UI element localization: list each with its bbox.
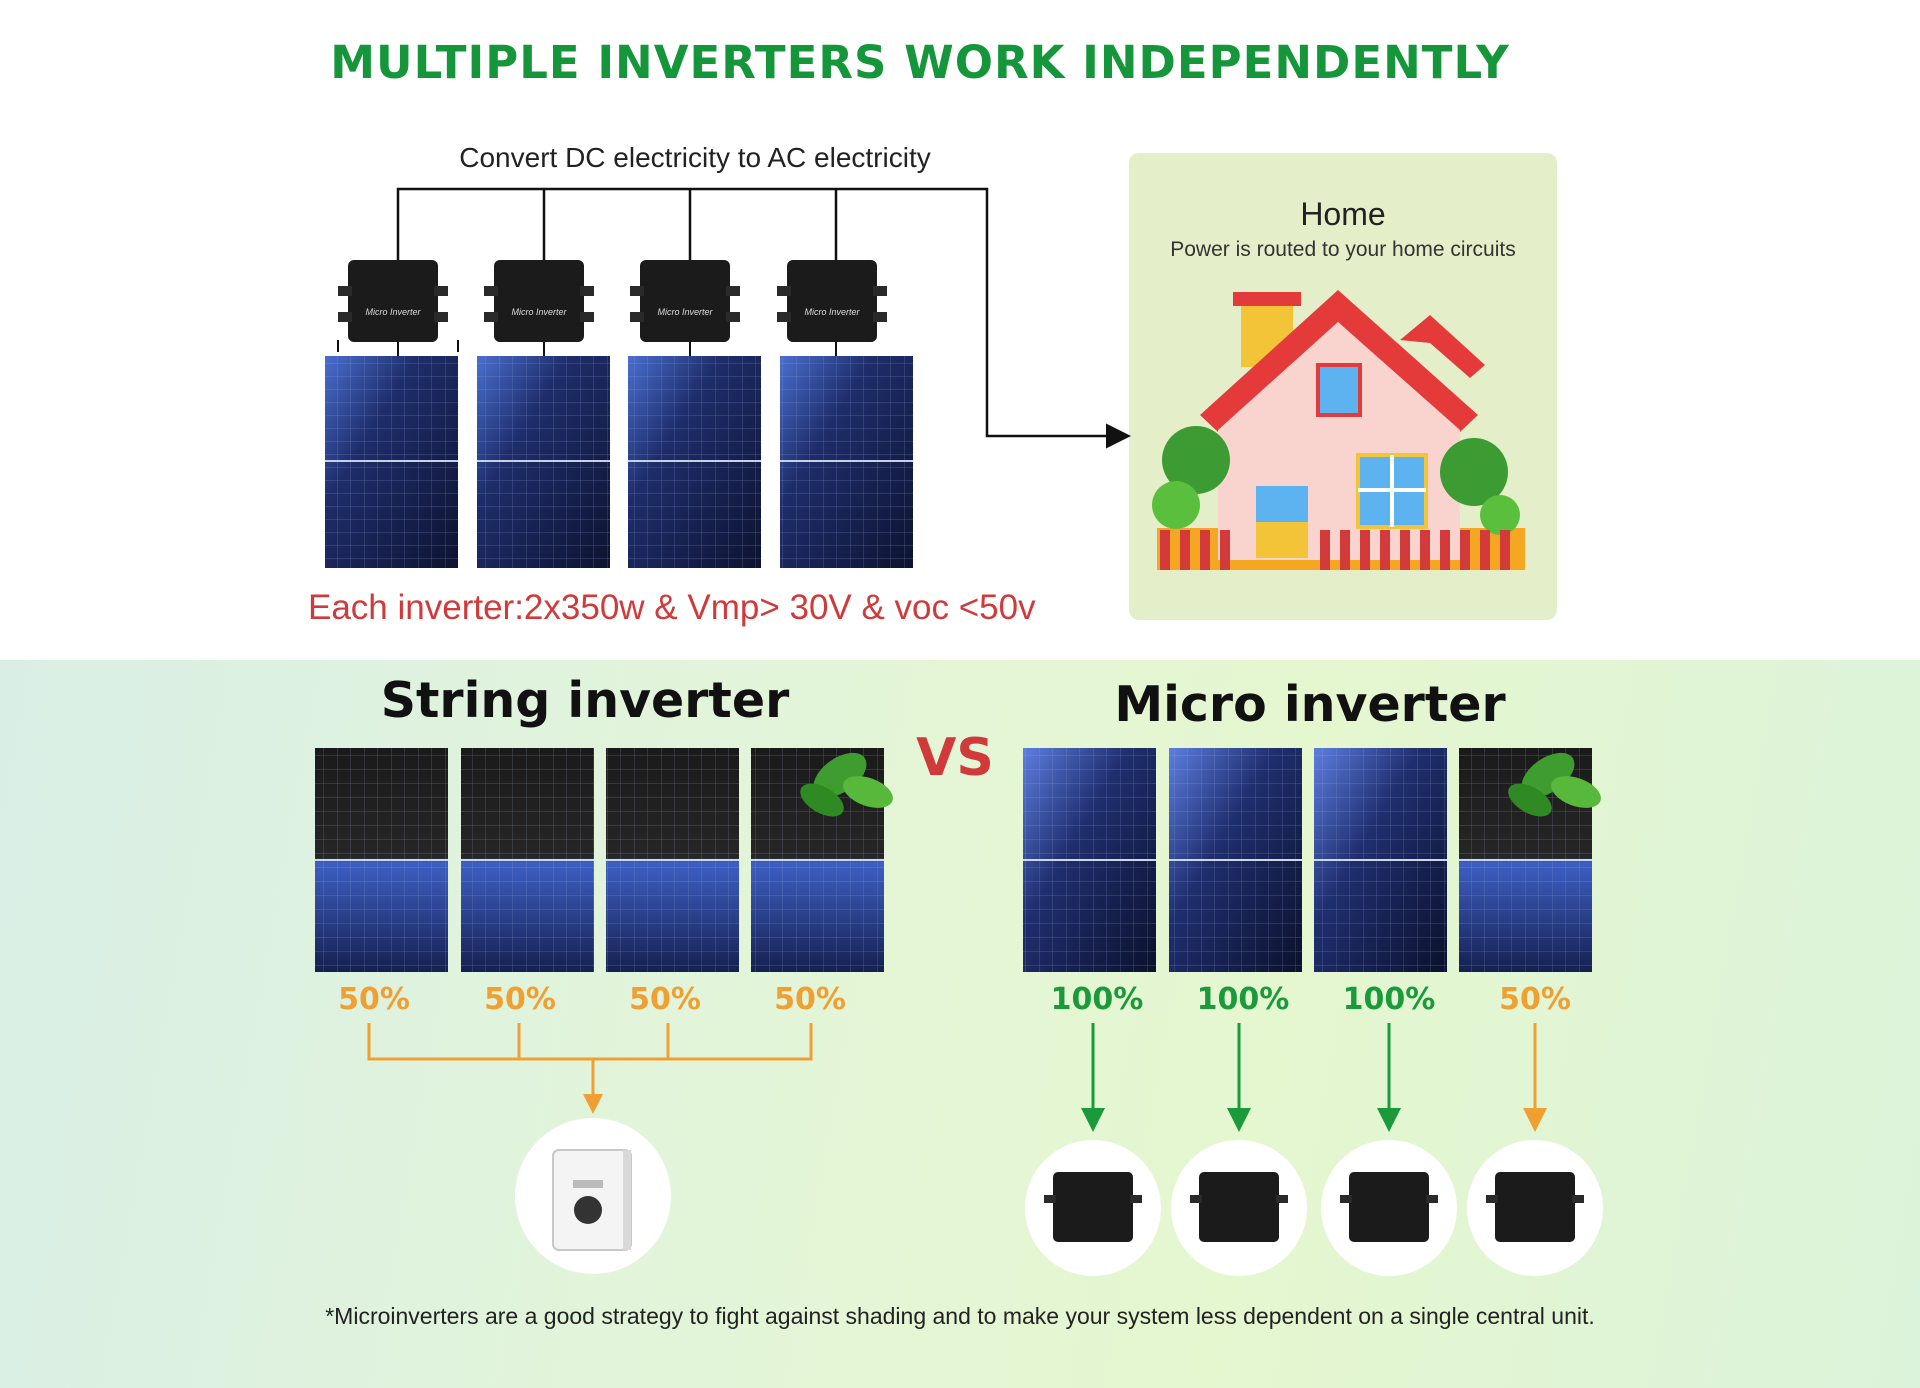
micro-panel-2 [1169, 748, 1302, 972]
string-output-3: 50% [629, 982, 701, 1017]
string-panel-2 [461, 748, 594, 972]
solar-panel-4 [780, 356, 913, 568]
micro-inverter-1: Micro Inverter [337, 260, 459, 352]
dc-ac-caption: Convert DC electricity to AC electricity [459, 142, 931, 173]
micro-inverter-device-3 [1340, 1172, 1438, 1242]
micro-panel-3 [1314, 748, 1447, 972]
micro-inverter-device-2 [1190, 1172, 1288, 1242]
string-output-1: 50% [338, 982, 410, 1017]
vs-label: VS [916, 728, 994, 788]
svg-text:Micro Inverter: Micro Inverter [657, 307, 713, 317]
svg-text:Micro Inverter: Micro Inverter [804, 307, 860, 317]
leaf-icon [1508, 752, 1601, 817]
string-output-2: 50% [484, 982, 556, 1017]
micro-output-2: 100% [1196, 982, 1290, 1017]
micro-inverter-2: Micro Inverter [484, 260, 594, 342]
svg-text:Micro Inverter: Micro Inverter [511, 307, 567, 317]
top-diagram-svg: Micro Inverter Micro Inverter Micro Inve… [325, 187, 1525, 570]
arrow-to-string-inverter [583, 1094, 603, 1114]
home-title: Home [1300, 196, 1386, 232]
ac-wiring [396, 187, 1112, 438]
inverter-spec: Each inverter:2x350w & Vmp> 30V & voc <5… [308, 588, 1036, 627]
micro-inverter-3: Micro Inverter [630, 260, 740, 342]
micro-output-4: 50% [1499, 982, 1571, 1017]
micro-output-3: 100% [1342, 982, 1436, 1017]
house-illustration [1152, 290, 1525, 570]
micro-inverter-title: Micro inverter [1114, 676, 1506, 733]
solar-panel-3 [628, 356, 761, 568]
micro-inverter-4: Micro Inverter [777, 260, 887, 342]
solar-panel-2 [477, 356, 610, 568]
page-title: MULTIPLE INVERTERS WORK INDEPENDENTLY [330, 36, 1510, 89]
micro-arrows [1081, 1023, 1547, 1132]
leaf-icon [800, 752, 893, 817]
svg-text:Micro Inverter: Micro Inverter [365, 307, 421, 317]
micro-inverter-device-1 [1044, 1172, 1142, 1242]
solar-panel-1 [325, 356, 458, 568]
micro-inverter-device-4 [1486, 1172, 1584, 1242]
string-panel-1 [315, 748, 448, 972]
string-panel-3 [606, 748, 739, 972]
string-combiner-lines [367, 1023, 813, 1102]
string-inverter-device [552, 1149, 632, 1251]
string-output-4: 50% [774, 982, 846, 1017]
footnote: *Microinverters are a good strategy to f… [325, 1303, 1595, 1329]
micro-panel-1 [1023, 748, 1156, 972]
string-inverter-title: String inverter [380, 672, 790, 729]
micro-output-1: 100% [1050, 982, 1144, 1017]
home-subtitle: Power is routed to your home circuits [1170, 238, 1516, 261]
